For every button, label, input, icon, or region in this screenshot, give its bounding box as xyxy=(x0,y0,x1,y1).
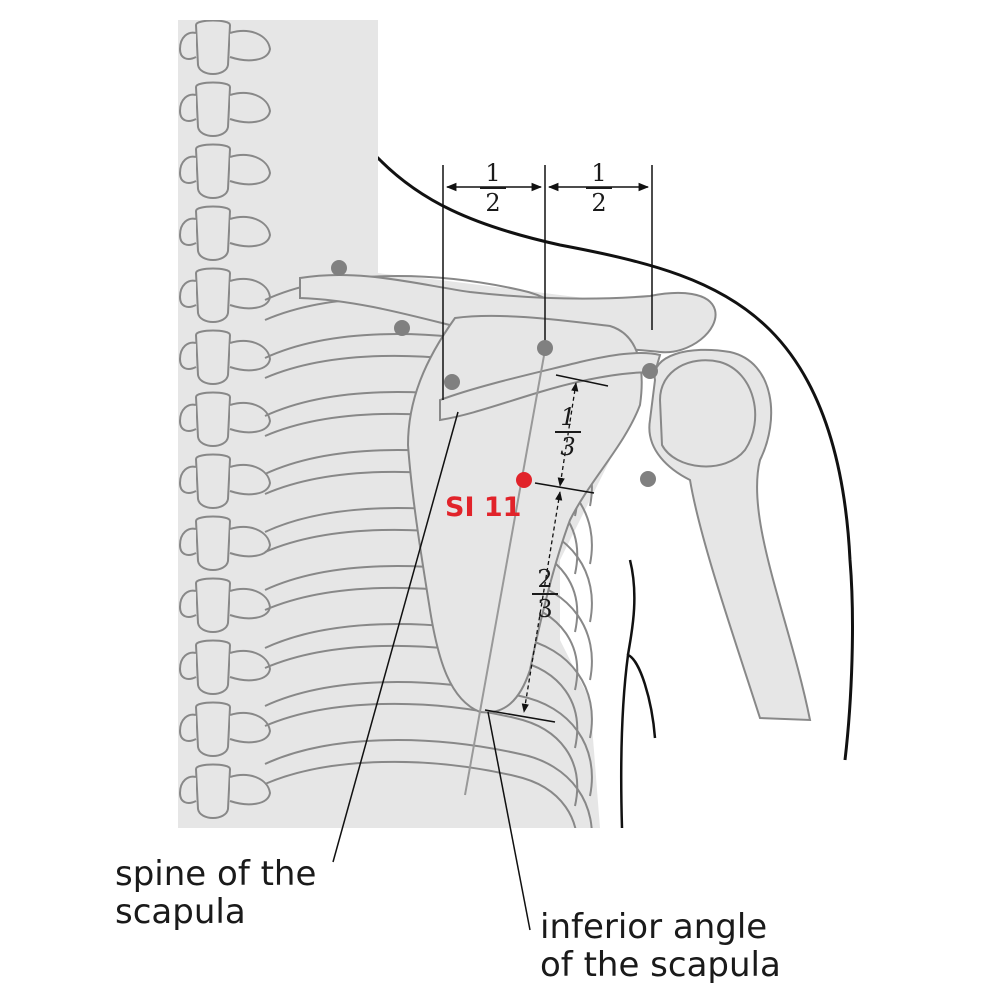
spine-of-scapula-label: spine of the scapula xyxy=(115,855,316,931)
transverse-process xyxy=(178,279,197,308)
transverse-process xyxy=(229,526,272,558)
spine-of-scapula xyxy=(439,351,662,422)
transverse-process xyxy=(178,341,197,370)
arm-inner-outline xyxy=(620,653,657,829)
transverse-process xyxy=(178,403,197,432)
inferior-angle-label: inferior angle of the scapula xyxy=(540,908,781,984)
reference-point xyxy=(640,471,656,487)
tick-point xyxy=(534,482,595,494)
fraction-numerator: 2 xyxy=(537,565,553,593)
vertebra xyxy=(194,453,232,509)
fraction-numerator: 1 xyxy=(591,159,607,187)
reference-point xyxy=(642,363,658,379)
angle-leader-line xyxy=(487,711,531,931)
two-thirds-arrow xyxy=(521,491,563,713)
transverse-process xyxy=(178,651,197,680)
reference-point xyxy=(537,340,553,356)
reference-point xyxy=(444,374,460,390)
fraction-numerator: 1 xyxy=(560,403,576,431)
vertebra xyxy=(194,81,232,137)
humeral-head xyxy=(658,359,757,468)
transverse-process xyxy=(178,527,197,556)
spine-label-line1: spine of the xyxy=(115,854,317,894)
transverse-process xyxy=(178,465,197,494)
vertebra xyxy=(194,515,232,571)
angle-label-line1: inferior angle xyxy=(540,907,768,947)
scapula-axis-line xyxy=(464,349,546,796)
rib xyxy=(264,739,593,828)
transverse-process xyxy=(229,402,272,434)
vertebra xyxy=(194,577,232,633)
fraction-denominator: 2 xyxy=(591,188,607,217)
transverse-process xyxy=(229,712,272,744)
fraction-upper-segment: 1 3 xyxy=(553,404,583,460)
vertebra xyxy=(194,205,232,261)
tick-spine xyxy=(555,374,609,387)
body-outline xyxy=(328,19,854,761)
angle-label-line2: of the scapula xyxy=(540,945,781,985)
transverse-process xyxy=(229,774,272,806)
vertebra xyxy=(194,391,232,447)
reference-point xyxy=(394,320,410,336)
tick-angle xyxy=(484,709,556,723)
fraction-denominator: 3 xyxy=(537,594,553,623)
fraction-top-left: 1 2 xyxy=(478,160,508,216)
transverse-process xyxy=(229,216,272,248)
transverse-process xyxy=(178,93,197,122)
transverse-process xyxy=(178,31,197,60)
vertebra xyxy=(194,143,232,199)
transverse-process xyxy=(178,589,197,618)
transverse-process xyxy=(229,464,272,496)
rib xyxy=(264,702,579,807)
vertebra xyxy=(194,639,232,695)
transverse-process xyxy=(178,713,197,742)
fraction-denominator: 3 xyxy=(560,432,576,461)
reference-point xyxy=(331,260,347,276)
vertebra xyxy=(194,763,232,819)
transverse-process xyxy=(178,775,197,804)
fraction-top-right: 1 2 xyxy=(584,160,614,216)
vertebra xyxy=(194,701,232,757)
si11-point xyxy=(516,472,532,488)
spine-label-line2: scapula xyxy=(115,892,246,932)
third-arrow xyxy=(557,382,579,487)
arm-inner-outline-2 xyxy=(626,559,636,656)
spine-leader-line xyxy=(332,411,459,863)
transverse-process xyxy=(229,30,272,62)
fraction-denominator: 2 xyxy=(485,188,501,217)
si11-label: SI 11 xyxy=(445,492,522,523)
vertebra xyxy=(194,329,232,385)
transverse-process xyxy=(178,155,197,184)
fraction-lower-segment: 2 3 xyxy=(530,566,560,622)
vertebra xyxy=(194,20,232,75)
vertebra xyxy=(194,267,232,323)
transverse-process xyxy=(229,92,272,124)
transverse-process xyxy=(178,217,197,246)
spine-vertebrae xyxy=(178,20,272,819)
transverse-process xyxy=(229,650,272,682)
rib xyxy=(264,760,577,828)
transverse-process xyxy=(229,154,272,186)
transverse-process xyxy=(229,340,272,372)
fraction-numerator: 1 xyxy=(485,159,501,187)
